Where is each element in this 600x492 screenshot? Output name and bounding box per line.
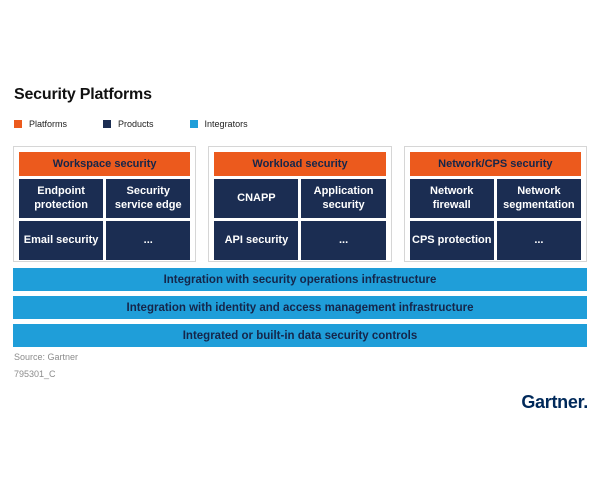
product-cell: Security service edge bbox=[106, 179, 191, 218]
legend-item-platforms: Platforms bbox=[14, 119, 67, 129]
workspace-security-platform: Workspace security Endpoint protection S… bbox=[13, 146, 197, 262]
legend-item-products: Products bbox=[103, 119, 154, 129]
page-title: Security Platforms bbox=[14, 86, 152, 103]
legend-label: Integrators bbox=[204, 119, 248, 129]
platform-header: Network/CPS security bbox=[409, 152, 581, 176]
legend-label: Products bbox=[118, 119, 154, 129]
legend-label: Platforms bbox=[29, 119, 68, 129]
product-grid: Network firewall Network segmentation CP… bbox=[409, 179, 581, 260]
product-cell: Email security bbox=[19, 221, 104, 260]
product-cell: API security bbox=[214, 221, 299, 260]
product-cell: Endpoint protection bbox=[19, 179, 104, 218]
product-grid: CNAPP Application security API security … bbox=[214, 179, 386, 260]
product-grid: Endpoint protection Security service edg… bbox=[19, 179, 191, 260]
legend-item-integrators: Integrators bbox=[189, 119, 248, 129]
source-line: Source: Gartner bbox=[14, 352, 79, 362]
workload-security-platform: Workload security CNAPP Application secu… bbox=[208, 146, 392, 262]
product-cell: CPS protection bbox=[409, 221, 494, 260]
product-cell-ellipsis: ... bbox=[496, 221, 581, 260]
product-cell: Network firewall bbox=[409, 179, 494, 218]
integrators-color-swatch bbox=[189, 120, 198, 128]
logo-dot: . bbox=[583, 392, 588, 412]
legend: Platforms Products Integrators bbox=[14, 119, 248, 129]
network-cps-security-platform: Network/CPS security Network firewall Ne… bbox=[403, 146, 587, 262]
product-cell: Application security bbox=[301, 179, 386, 218]
integrator-bar-iam: Integration with identity and access man… bbox=[13, 296, 587, 319]
platform-header: Workspace security bbox=[19, 152, 191, 176]
source-note: Source: Gartner 795301_C bbox=[14, 349, 78, 383]
product-cell: CNAPP bbox=[214, 179, 299, 218]
figure-id: 795301_C bbox=[14, 369, 56, 380]
platform-columns: Workspace security Endpoint protection S… bbox=[13, 146, 587, 262]
platforms-color-swatch bbox=[14, 120, 22, 128]
integrator-bar-data-security: Integrated or built-in data security con… bbox=[13, 324, 587, 347]
product-cell-ellipsis: ... bbox=[301, 221, 386, 260]
integrator-bars: Integration with security operations inf… bbox=[13, 268, 587, 352]
product-cell: Network segmentation bbox=[496, 179, 581, 218]
platform-header: Workload security bbox=[214, 152, 386, 176]
integrator-bar-secops: Integration with security operations inf… bbox=[13, 268, 587, 291]
product-cell-ellipsis: ... bbox=[106, 221, 191, 260]
products-color-swatch bbox=[103, 120, 112, 128]
gartner-logo: Gartner. bbox=[521, 392, 588, 412]
